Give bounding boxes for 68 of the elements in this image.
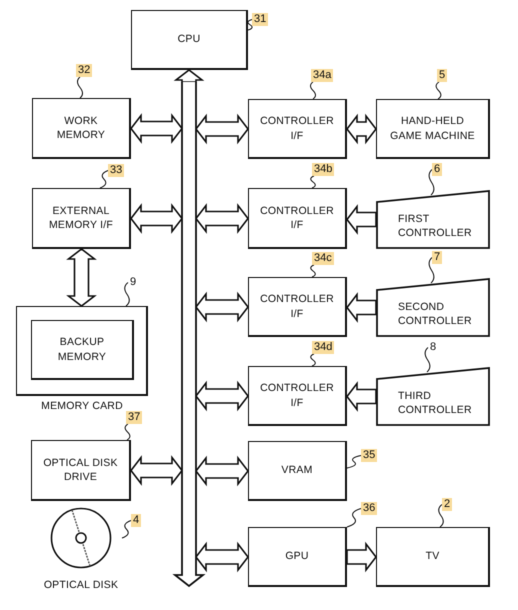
leader-line <box>310 264 316 278</box>
block-box: CONTROLLER I/F <box>248 188 347 249</box>
disk-caption: OPTICAL DISK <box>42 578 120 592</box>
block-arrow <box>195 203 249 234</box>
reference-number: 7 <box>432 251 442 264</box>
leader-line <box>424 347 430 372</box>
block-arrow <box>195 380 249 412</box>
block-box: HAND-HELD GAME MACHINE <box>376 99 490 159</box>
leader-line <box>122 520 132 538</box>
reference-number: 4 <box>131 514 142 527</box>
leader-line <box>428 169 434 196</box>
block-arrow <box>195 542 249 572</box>
reference-number: 37 <box>126 411 142 424</box>
leader-line <box>310 354 316 366</box>
reference-number: 9 <box>128 276 138 289</box>
block-box: VRAM <box>248 441 347 501</box>
block-box: EXTERNAL MEMORY I/F <box>32 188 131 249</box>
leader-line <box>77 76 83 98</box>
controller-label: SECOND CONTROLLER <box>398 300 473 328</box>
reference-number: 34a <box>311 69 334 82</box>
reference-number: 6 <box>432 163 442 176</box>
leader-line <box>100 170 108 188</box>
leader-line <box>428 257 434 284</box>
reference-number: 33 <box>108 164 124 177</box>
reference-number: 34b <box>312 163 334 176</box>
leader-line <box>346 508 362 528</box>
block-box: WORK MEMORY <box>32 98 131 159</box>
controller-label: THIRD CONTROLLER <box>398 389 473 418</box>
block-arrow <box>195 114 249 144</box>
reference-number: 36 <box>361 502 378 515</box>
reference-number: 34d <box>312 341 334 354</box>
block-box: GPU <box>248 527 347 587</box>
block-arrow <box>346 542 377 572</box>
block-arrow <box>130 113 183 144</box>
block-box: OPTICAL DISK DRIVE <box>31 440 131 501</box>
block-box: BACKUP MEMORY <box>31 320 134 380</box>
reference-number: 32 <box>76 64 92 77</box>
block-arrow <box>195 456 249 486</box>
block-arrow <box>195 292 249 322</box>
reference-number: 34c <box>312 252 334 265</box>
block-arrow <box>346 204 377 235</box>
block-arrow <box>346 381 377 412</box>
leader-line <box>436 82 442 100</box>
block-box: CONTROLLER I/F <box>248 277 347 337</box>
reference-number: 35 <box>361 449 378 462</box>
reference-number: 31 <box>252 13 268 26</box>
block-arrow <box>66 248 97 307</box>
block-box: CPU <box>131 10 248 70</box>
leader-line <box>247 19 253 30</box>
block-box: CONTROLLER I/F <box>248 366 347 426</box>
leader-line <box>438 504 444 528</box>
leader-line <box>310 82 316 100</box>
block-arrow <box>174 69 204 83</box>
controller-label: FIRST CONTROLLER <box>398 212 473 240</box>
block-arrow <box>346 292 377 323</box>
block-arrow <box>346 114 377 144</box>
block-box: CONTROLLER I/F <box>248 99 347 159</box>
block-arrow <box>130 455 183 486</box>
leader-line <box>124 424 130 440</box>
block-arrow <box>130 203 183 234</box>
reference-number: 8 <box>428 341 438 354</box>
reference-number: 2 <box>442 498 452 511</box>
block-box: TV <box>376 527 490 587</box>
reference-number: 5 <box>437 69 448 82</box>
leader-line <box>124 282 130 306</box>
leader-line <box>346 455 362 468</box>
card-caption: MEMORY CARD <box>40 399 124 414</box>
leader-line <box>310 176 316 188</box>
